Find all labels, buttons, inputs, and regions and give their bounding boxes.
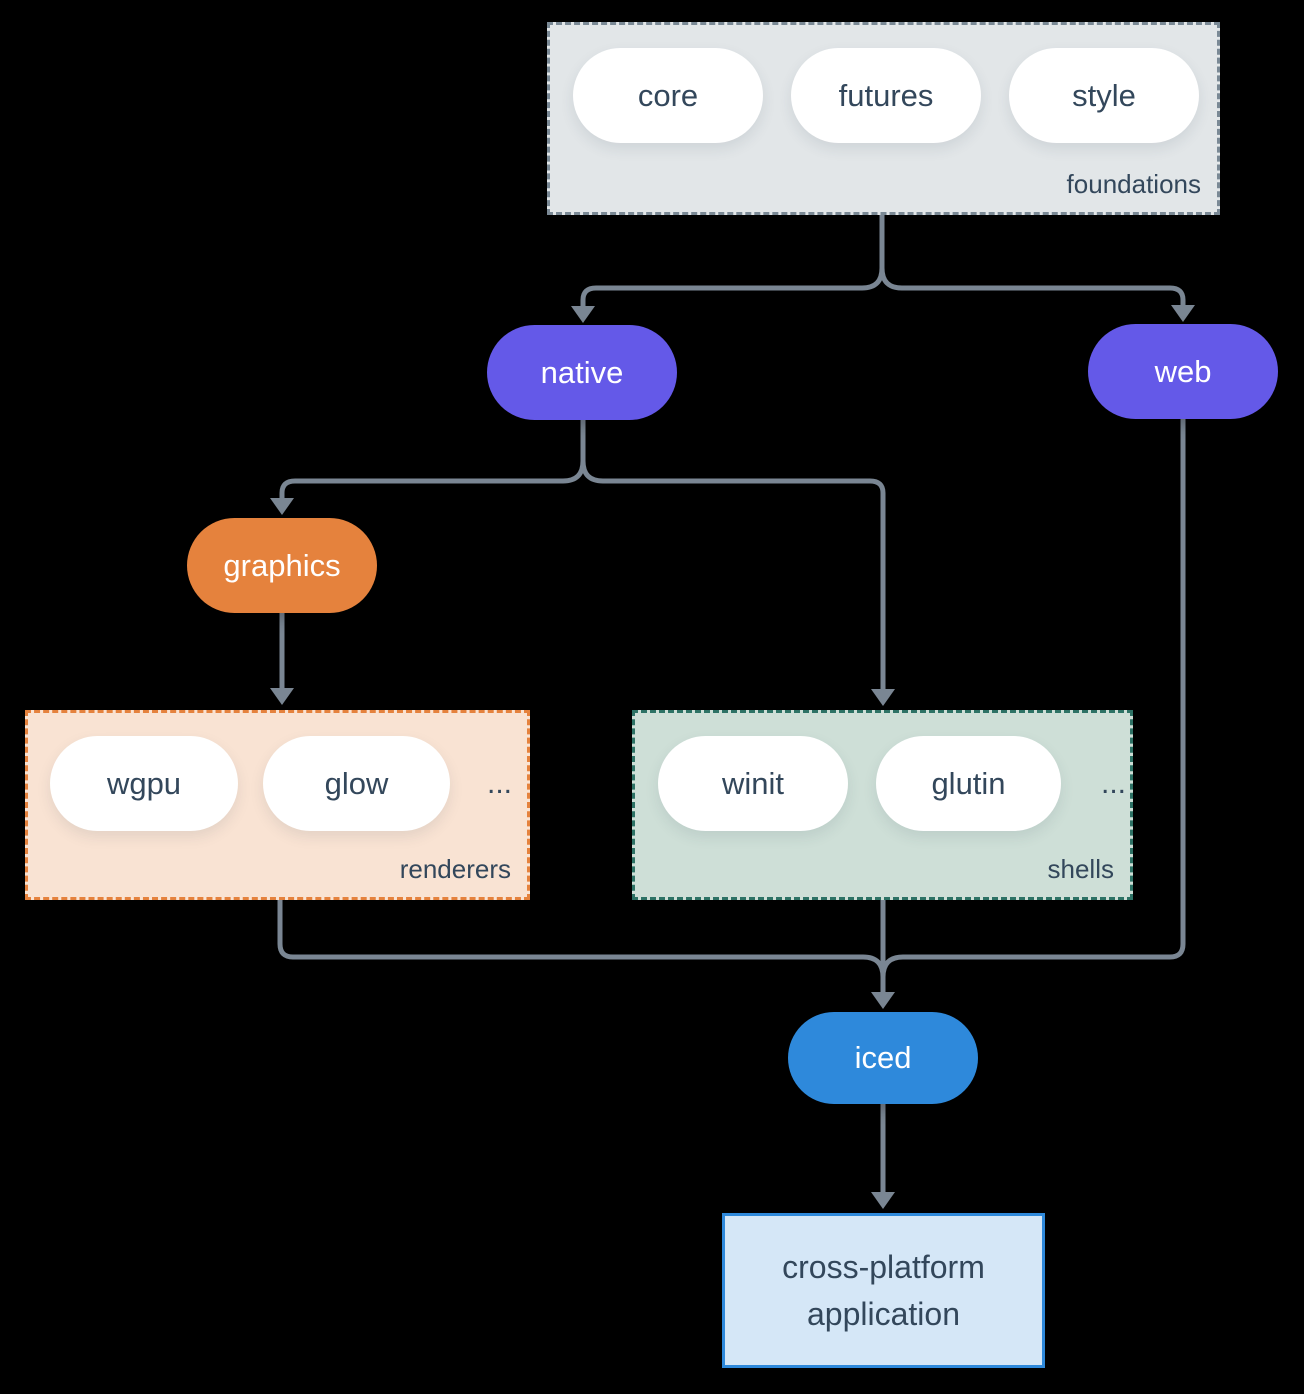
node-glow: glow	[263, 736, 450, 831]
arrowhead-web	[1171, 305, 1195, 322]
shells-ellipsis: ...	[1101, 766, 1127, 800]
shells-pill-row: winit glutin ...	[635, 713, 1130, 831]
node-core: core	[573, 48, 763, 143]
arrowhead-graphics	[270, 498, 294, 515]
arrowhead-application	[871, 1192, 895, 1209]
node-native: native	[487, 325, 677, 420]
edge-native-graphics	[279, 420, 586, 498]
shells-group: winit glutin ... shells	[632, 710, 1133, 900]
arrowhead-renderers	[270, 688, 294, 705]
node-cross-platform-application: cross-platform application	[722, 1213, 1045, 1368]
node-iced: iced	[788, 1012, 978, 1104]
arrowhead-native	[571, 306, 595, 323]
shells-label: shells	[1047, 854, 1114, 884]
edge-renderers-iced	[277, 900, 886, 992]
foundations-group: core futures style foundations	[547, 22, 1220, 215]
node-graphics: graphics	[187, 518, 377, 613]
foundations-pill-row: core futures style	[550, 25, 1217, 143]
edge-native-shells	[580, 420, 886, 689]
node-web: web	[1088, 324, 1278, 419]
application-label-line1: cross-platform	[782, 1248, 985, 1285]
arrowhead-iced	[871, 992, 895, 1009]
edge-foundations-web	[879, 215, 1186, 305]
arrowhead-shells	[871, 689, 895, 706]
node-futures: futures	[791, 48, 981, 143]
node-style: style	[1009, 48, 1199, 143]
renderers-label: renderers	[399, 854, 511, 884]
application-label-line2: application	[807, 1295, 960, 1332]
renderers-pill-row: wgpu glow ...	[28, 713, 527, 831]
foundations-label: foundations	[1066, 169, 1201, 199]
edge-foundations-native	[580, 215, 885, 306]
node-winit: winit	[658, 736, 848, 831]
renderers-ellipsis: ...	[487, 766, 513, 800]
renderers-group: wgpu glow ... renderers	[25, 710, 530, 900]
node-glutin: glutin	[876, 736, 1061, 831]
edge-web-iced	[880, 418, 1186, 992]
node-wgpu: wgpu	[50, 736, 238, 831]
